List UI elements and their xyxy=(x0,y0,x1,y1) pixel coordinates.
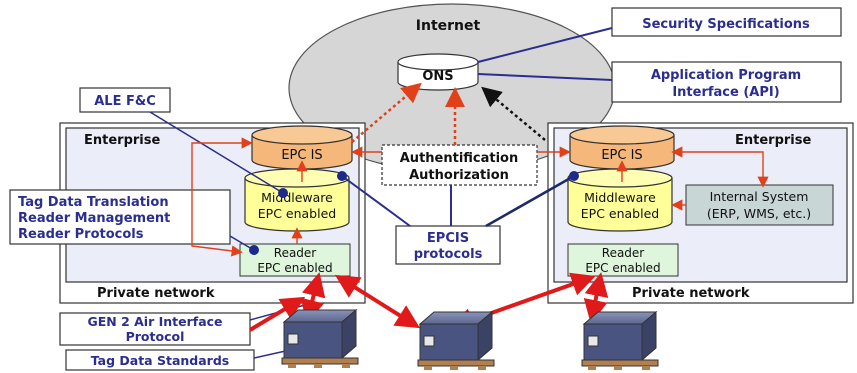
tag-translation-label-2: Reader Management xyxy=(18,211,170,226)
internal-system-label-1: Internal System xyxy=(710,189,809,204)
tag-standards-callout xyxy=(65,349,255,371)
internet-label: Internet xyxy=(416,18,481,34)
tag-translation-callout xyxy=(9,189,231,245)
gen2-label-1: GEN 2 Air Interface xyxy=(87,314,222,329)
auth-box xyxy=(381,144,538,186)
right-reader-box xyxy=(567,243,679,277)
right-middleware-label-1: Middleware xyxy=(584,190,656,205)
right-reader-label-1: Reader xyxy=(602,246,645,260)
red-arrow-reader-tag-4 xyxy=(583,272,609,324)
dotted-arrow-left-ons xyxy=(351,82,422,143)
left-epcis-label: EPC IS xyxy=(281,148,322,163)
tag-translation-label-3: Reader Protocols xyxy=(18,227,144,242)
left-enterprise-label: Enterprise xyxy=(84,133,160,148)
auth-label-1: Authentification xyxy=(400,151,519,166)
connector-dot xyxy=(249,245,259,255)
left-middleware-database: Middleware EPC enabled xyxy=(244,168,350,232)
security-callout xyxy=(611,7,842,37)
right-enterprise-label: Enterprise xyxy=(735,133,811,148)
gen2-callout xyxy=(59,312,251,346)
tag-standards-label: Tag Data Standards xyxy=(91,353,229,368)
red-arrow-reader-tag-2 xyxy=(334,274,421,329)
epcis-protocols-callout xyxy=(395,225,501,265)
epcis-protocols-label-2: protocols xyxy=(414,247,483,262)
connector-dot xyxy=(569,171,579,181)
right-middleware-database: Middleware EPC enabled xyxy=(567,168,673,232)
dotted-arrow-right-ons xyxy=(481,86,546,141)
pallet-box-icon xyxy=(417,310,495,370)
left-reader-label-2: EPC enabled xyxy=(257,261,332,275)
ons-label: ONS xyxy=(422,69,453,84)
epcis-connector-left xyxy=(341,175,411,227)
orange-arrow-right-epcis-internal xyxy=(671,146,769,188)
orange-arrow-left-outer xyxy=(191,137,253,257)
api-label-2: Interface (API) xyxy=(672,85,779,100)
ons-database: ONS xyxy=(397,53,479,91)
left-middleware-label-1: Middleware xyxy=(261,190,333,205)
ale-callout xyxy=(79,87,171,113)
left-epcis-database: EPC IS xyxy=(251,125,353,170)
ale-label: ALE F&C xyxy=(94,94,156,109)
pallet-box-icon xyxy=(581,310,659,370)
left-private-network-label: Private network xyxy=(97,286,215,301)
api-label-1: Application Program xyxy=(651,68,801,83)
connector-dot xyxy=(278,188,288,198)
pallet-box-icon xyxy=(281,308,359,368)
left-reader-label-1: Reader xyxy=(274,246,317,260)
red-arrow-gen2 xyxy=(248,296,306,332)
left-middleware-label-2: EPC enabled xyxy=(258,206,336,221)
internal-system-box xyxy=(685,184,834,226)
epcis-connector-right xyxy=(485,174,575,228)
tag-translation-label-1: Tag Data Translation xyxy=(18,195,169,210)
right-epcis-label: EPC IS xyxy=(601,148,642,163)
ale-connector xyxy=(149,111,284,194)
gen2-label-2: Protocol xyxy=(126,329,185,344)
security-connector xyxy=(477,27,613,63)
epcis-protocols-label-1: EPCIS xyxy=(427,231,469,246)
right-middleware-label-2: EPC enabled xyxy=(581,206,659,221)
api-callout xyxy=(611,61,842,103)
api-connector xyxy=(477,73,613,81)
right-reader-label-2: EPC enabled xyxy=(585,261,660,275)
connector-dot xyxy=(337,171,347,181)
right-private-network-label: Private network xyxy=(632,286,750,301)
right-epcis-database: EPC IS xyxy=(569,125,675,170)
auth-label-2: Authorization xyxy=(409,168,509,183)
security-label: Security Specifications xyxy=(642,17,810,32)
internal-system-label-2: (ERP, WMS, etc.) xyxy=(707,206,811,221)
